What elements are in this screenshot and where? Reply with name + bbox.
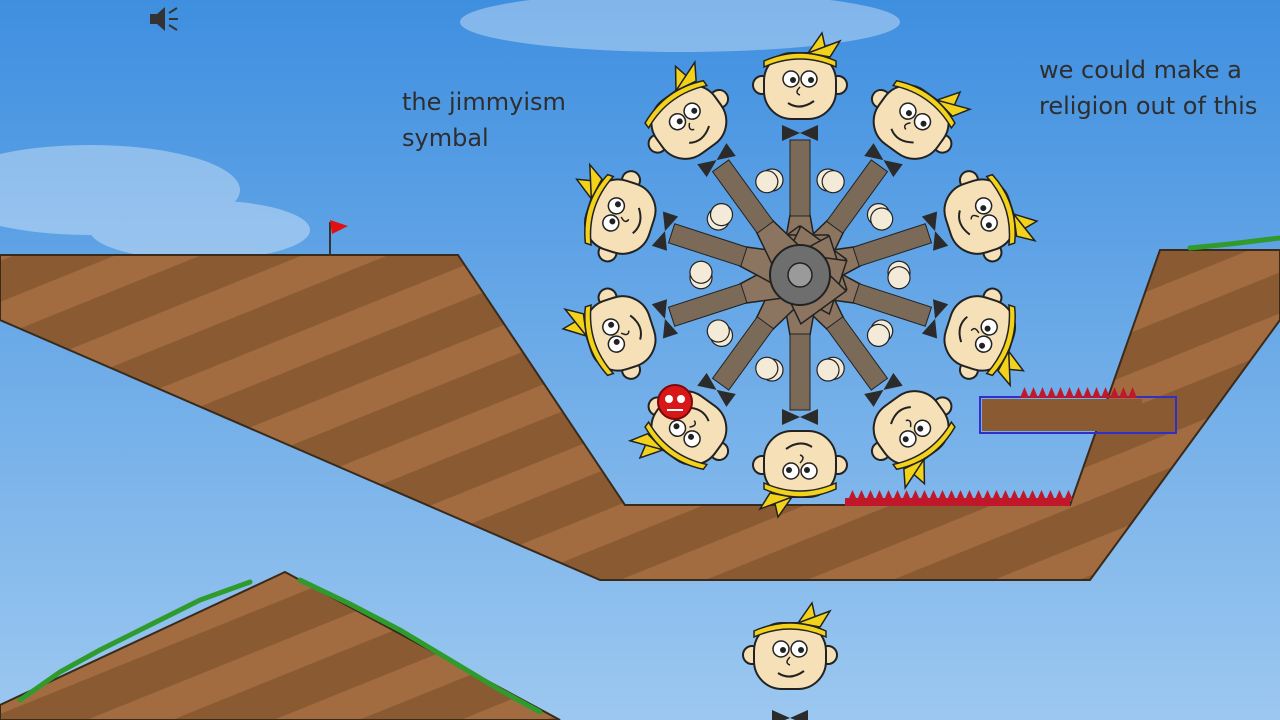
spike [974,490,983,500]
grass [17,235,1280,715]
player-red-ball[interactable] [657,384,693,420]
spike [1083,387,1092,398]
clouds [0,0,900,260]
spike [1047,387,1056,398]
spike [1065,387,1074,398]
dirt-hill-bottom [0,570,561,720]
spike [1055,490,1064,500]
spike [947,490,956,500]
spike [1020,387,1029,398]
spike [1110,387,1119,398]
spike-teeth-floor [848,490,1073,500]
spike [893,490,902,500]
spike [848,490,857,500]
spike [1019,490,1028,500]
spike [1119,387,1128,398]
spike [1038,387,1047,398]
spike [1056,387,1065,398]
spike [992,490,1001,500]
spike-strip-floor [845,498,1070,506]
spike [1037,490,1046,500]
jimmy-head [870,390,956,491]
spike [1028,490,1037,500]
caption-jimmyism-symbol: the jimmyism symbal [402,88,566,152]
spike [1092,387,1101,398]
spike [875,490,884,500]
moving-platform [979,396,1177,434]
spike [866,490,875,500]
jimmy-standing [742,601,838,720]
jimmy-head [742,601,838,690]
spike [911,490,920,500]
spike [929,490,938,500]
jimmy-head [575,162,657,263]
spike [965,490,974,500]
jimmy-head [870,79,973,160]
caption-religion: we could make a religion out of this [1039,56,1258,120]
spike [956,490,965,500]
spike [884,490,893,500]
mute-sound-button[interactable] [146,4,182,34]
jimmy-head [644,59,730,160]
spike [1064,490,1073,500]
spike [1029,387,1038,398]
jimmy-head [752,31,848,120]
spike [1010,490,1019,500]
spike [920,490,929,500]
spike [1046,490,1055,500]
jimmy-head [561,287,657,380]
spike [1101,387,1110,398]
spike [983,490,992,500]
dirt-ledge-left [0,249,1280,581]
speaker-mute-icon [150,7,178,31]
jimmy-head [752,430,848,519]
jimmy-head [943,170,1039,263]
spike [1128,387,1137,398]
spike [1074,387,1083,398]
spike [857,490,866,500]
jimmy-head [943,287,1025,388]
spike-teeth-platform [1020,387,1137,398]
spike [938,490,947,500]
spike [1001,490,1010,500]
spike [902,490,911,500]
checkpoint-flag [329,220,348,256]
